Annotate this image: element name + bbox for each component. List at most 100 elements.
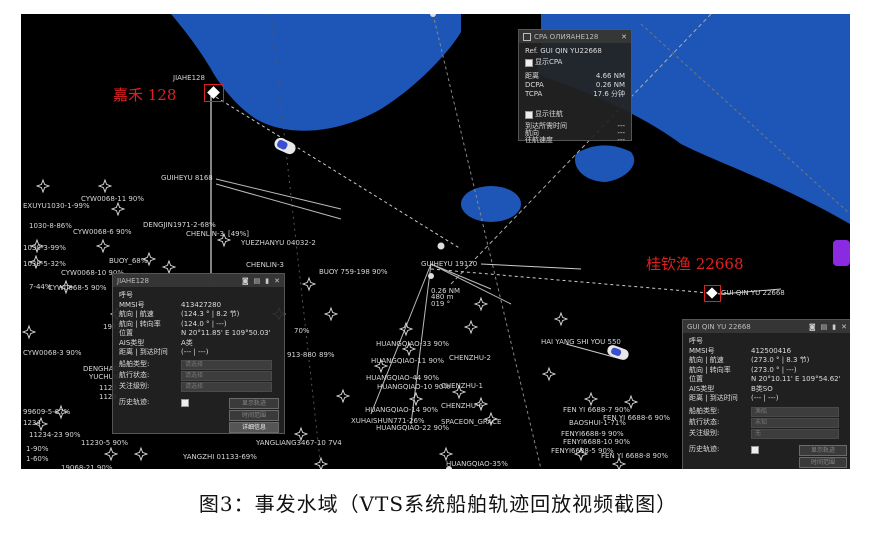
vessel-label[interactable]: CHENZHU-2 xyxy=(449,354,491,362)
vessel-label[interactable]: HUANGQIAO-10 90% xyxy=(377,383,450,391)
vessel-label[interactable]: DENGHAO xyxy=(83,365,119,373)
vessel-label[interactable]: 1123 xyxy=(99,384,117,392)
vessel-label[interactable]: HUANGQIAO-14 90% xyxy=(365,406,438,414)
vessel-label[interactable]: YANGZHI 01133-69% xyxy=(183,453,257,461)
vessel-label[interactable]: 89% xyxy=(319,351,335,359)
dropdown-select[interactable]: 请选择 xyxy=(181,371,272,381)
dropdown-select[interactable]: 渔船 xyxy=(751,407,839,417)
close-icon[interactable]: ✕ xyxy=(274,276,280,285)
pin-icon[interactable]: ▮ xyxy=(832,322,837,331)
vessel-label[interactable]: HUANGQIAO-33 90% xyxy=(376,340,449,348)
vessel-label[interactable]: HUANGQIAO-11 90% xyxy=(371,357,444,365)
vessel-label[interactable]: YANGLIANG3467-10 7V4 xyxy=(256,439,342,447)
dropdown-select[interactable]: 无 xyxy=(751,429,839,439)
vessel-label[interactable]: HAI YANG SHI YOU 550 xyxy=(541,338,621,346)
vessel-guiqin-icon[interactable] xyxy=(704,285,721,302)
vessel-label[interactable]: 480 m xyxy=(431,293,454,301)
info-key: AIS类型 xyxy=(689,384,715,393)
vessel-label[interactable]: GUIHEYU 8168 xyxy=(161,174,213,182)
document-icon[interactable]: ▤ xyxy=(253,276,261,285)
pin-icon[interactable]: ▮ xyxy=(265,276,270,285)
vessel-label[interactable]: 1971 xyxy=(103,323,121,331)
vessel-label[interactable]: CYW0068-5 90% xyxy=(48,284,107,292)
vessel-label[interactable]: 1123 xyxy=(99,393,117,401)
vessel-label[interactable]: 90% xyxy=(372,268,388,276)
vessel-label[interactable]: [49%] xyxy=(228,230,250,238)
vessel-label[interactable]: FEN YI 6688-7 90% xyxy=(563,406,631,414)
vessel-label[interactable]: 1030-3-99% xyxy=(23,244,66,252)
vessel-label[interactable]: GUIHEYU 19120 xyxy=(421,260,478,268)
vessel-jiahe128-icon[interactable] xyxy=(204,84,224,102)
dropdown-select[interactable]: 未知 xyxy=(751,418,839,428)
dropdown-select[interactable]: 请选择 xyxy=(181,382,272,392)
cpa-panel[interactable]: CPA ОЛИЯАНЕ128 ✕ Ref. GUI QIN YU22668 显示… xyxy=(518,29,632,144)
history-checkbox[interactable] xyxy=(181,399,189,407)
camera-icon[interactable]: ◙ xyxy=(808,322,816,331)
vessel-label[interactable]: 1-60% xyxy=(26,455,49,463)
vessel-label[interactable]: CHENZHU-1 xyxy=(441,382,483,390)
detail-info-button[interactable]: 详细信息 xyxy=(229,422,279,433)
vessel-label[interactable]: 1234 xyxy=(23,419,41,427)
vessel-label[interactable]: 019 ° xyxy=(431,300,451,308)
vessel-label[interactable]: BUOY_68% xyxy=(109,257,148,265)
camera-icon[interactable]: ◙ xyxy=(241,276,249,285)
vessel-label[interactable]: CHENZHU-6 xyxy=(441,402,483,410)
dropdown-select[interactable]: 请选择 xyxy=(181,360,272,370)
vessel-label[interactable]: BAOSHUI-1-71% xyxy=(569,419,626,427)
vessel-label[interactable]: 99609-5-87% xyxy=(23,408,71,416)
cpa-track-toggle[interactable]: 显示往航 xyxy=(525,110,625,119)
time-range-button[interactable]: 时间范围 xyxy=(799,457,847,468)
vessel-label[interactable]: HUANGQIAO-22 90% xyxy=(376,424,449,432)
vessel-label[interactable]: 1-90% xyxy=(26,445,49,453)
vessel-label[interactable]: 0.26 NM xyxy=(431,287,461,295)
vessel-label[interactable]: CYW0068-6 90% xyxy=(73,228,132,236)
vessel-label[interactable]: FENYI6688-9 90% xyxy=(561,430,624,438)
vessel-label[interactable]: CHENLIN-3 xyxy=(186,230,224,238)
show-track-checkbox[interactable] xyxy=(525,111,533,119)
show-track-button[interactable]: 显示轨迹 xyxy=(229,398,279,409)
vessel-label[interactable]: EXUYU1030-1-99% xyxy=(23,202,90,210)
time-range-button[interactable]: 时间范围 xyxy=(229,410,279,421)
vessel-label[interactable]: 913-880 xyxy=(287,351,317,359)
vessel-right-edge-icon[interactable] xyxy=(833,240,850,266)
vessel-label[interactable]: BUOY 759-198 xyxy=(319,268,370,276)
vessel-label[interactable]: 19068-21 90% xyxy=(61,464,113,469)
vessel-label[interactable]: FENYI6688-5 90% xyxy=(551,447,614,455)
vessel-label[interactable]: JIAHE128 xyxy=(173,74,205,82)
cpa-show-toggle[interactable]: 显示CPA xyxy=(525,58,625,67)
close-icon[interactable]: ✕ xyxy=(841,322,847,331)
vessel-label[interactable]: HUANGQIAO-35% xyxy=(446,460,508,468)
vessel-label[interactable]: 1030-5-32% xyxy=(23,260,66,268)
vessel-label[interactable]: HUANGQIAO-44 90% xyxy=(366,374,439,382)
vessel-label[interactable]: YUEZHANYU 04032-2 xyxy=(241,239,316,247)
vessel-label[interactable]: 11230-5 90% xyxy=(81,439,129,447)
vessel-label[interactable]: CYW0068-3 90% xyxy=(23,349,82,357)
buoy-star-icon xyxy=(553,311,569,327)
show-cpa-checkbox[interactable] xyxy=(525,59,533,67)
vessel-label[interactable]: CYW0068-11 90% xyxy=(81,195,144,203)
vessel-label[interactable]: FEN YI 6688-6 90% xyxy=(603,414,671,422)
vessel-label[interactable]: XUHAISHUN771-26% xyxy=(351,417,425,425)
vessel-label[interactable]: 7-44% xyxy=(29,283,52,291)
vessel-label[interactable]: 1030-8-86% xyxy=(29,222,72,230)
vessel-label[interactable]: CHENLIN-3 xyxy=(246,261,284,269)
buoy-star-icon xyxy=(301,276,317,292)
select-label: 关注级别: xyxy=(689,429,720,437)
show-track-button[interactable]: 显示轨迹 xyxy=(799,445,847,456)
vessel-label[interactable]: FENYI6688-10 90% xyxy=(563,438,631,446)
vessel-label[interactable]: GUI QIN YU 22668 xyxy=(721,289,785,297)
history-checkbox[interactable] xyxy=(751,446,759,454)
vessel-label[interactable]: YUCHUN xyxy=(89,373,119,381)
vessel-label[interactable]: 11234-23 90% xyxy=(29,431,81,439)
document-icon[interactable]: ▤ xyxy=(820,322,828,331)
vessel-label[interactable]: DENGJIN1971-2-68% xyxy=(143,221,216,229)
vessel-label[interactable]: 70% xyxy=(294,327,310,335)
vessel-label[interactable]: FEN YI 6688-8 90% xyxy=(601,452,669,460)
vessel-label[interactable]: CYW0068-10 90% xyxy=(61,269,124,277)
close-icon[interactable]: ✕ xyxy=(621,32,627,41)
vessel-label[interactable]: SPACEON_GRACE xyxy=(441,418,502,426)
